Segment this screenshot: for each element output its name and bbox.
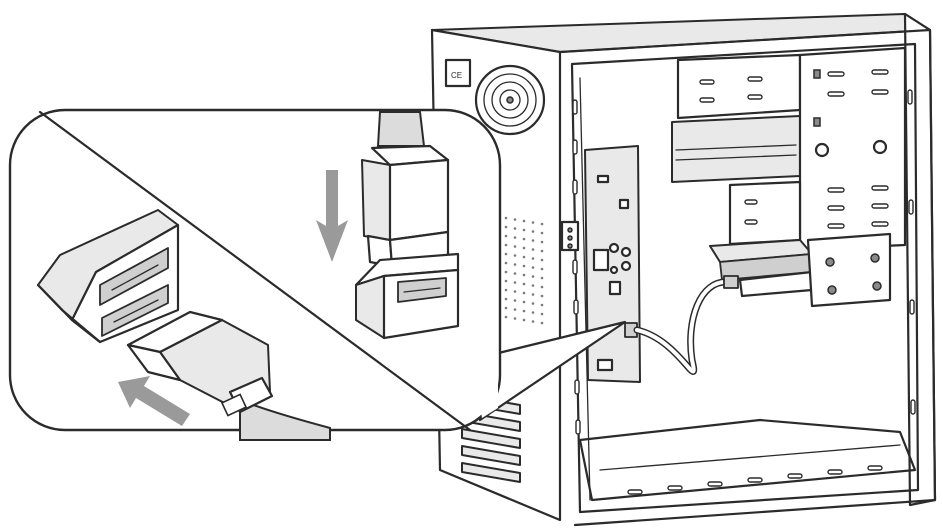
drive-sata-connector bbox=[354, 111, 460, 340]
case-frame bbox=[558, 28, 937, 527]
vent-hole bbox=[531, 320, 535, 323]
rear-vent-grid bbox=[504, 216, 544, 325]
vent-hole bbox=[504, 225, 508, 229]
vent-hole bbox=[540, 267, 544, 271]
chip bbox=[608, 280, 622, 296]
vent-hole bbox=[513, 236, 517, 239]
vent-hole bbox=[531, 302, 535, 305]
drive-plug-side bbox=[361, 159, 391, 241]
vent-hole bbox=[504, 261, 508, 265]
vent-hole bbox=[531, 257, 535, 260]
vent-hole bbox=[540, 222, 544, 226]
floor-line bbox=[599, 444, 901, 471]
vent-hole bbox=[522, 309, 526, 313]
drive-plug-front bbox=[388, 158, 450, 242]
vent-hole bbox=[540, 321, 544, 325]
vent-hole bbox=[531, 293, 535, 296]
vent-hole bbox=[504, 288, 508, 292]
vent-hole bbox=[522, 291, 526, 295]
vent-hole bbox=[540, 294, 544, 298]
case-floor bbox=[578, 418, 917, 502]
optical-bay-upper bbox=[676, 53, 802, 120]
vent-hole bbox=[540, 285, 544, 289]
vent-hole bbox=[513, 281, 517, 284]
vent-hole bbox=[522, 318, 526, 322]
callout-divider bbox=[38, 110, 472, 432]
floor-slots bbox=[627, 465, 883, 495]
vent-hole bbox=[531, 230, 535, 233]
vent-hole bbox=[540, 231, 544, 235]
hdd-sata-plug bbox=[723, 275, 739, 289]
cage-screw-hole bbox=[814, 142, 830, 158]
vent-hole bbox=[522, 228, 526, 232]
vent-hole bbox=[504, 315, 508, 319]
vent-hole bbox=[540, 249, 544, 253]
case-inner-frame bbox=[570, 42, 920, 514]
vent-hole bbox=[504, 306, 508, 310]
vent-hole bbox=[504, 234, 508, 238]
vent-hole bbox=[540, 258, 544, 262]
cage-screw-hole bbox=[872, 139, 888, 155]
vent-hole bbox=[522, 273, 526, 277]
frame-side-slots bbox=[572, 89, 916, 435]
insert-arrow-left-icon bbox=[118, 376, 190, 426]
inner-wall-edge bbox=[579, 77, 591, 501]
vent-hole bbox=[504, 252, 508, 256]
vent-hole bbox=[522, 237, 526, 241]
cage-slots bbox=[827, 69, 889, 229]
vent-hole bbox=[522, 300, 526, 304]
sata-plug-left bbox=[126, 310, 331, 441]
vent-hole bbox=[522, 255, 526, 259]
vent-hole bbox=[522, 219, 526, 223]
vent-hole bbox=[504, 216, 508, 220]
floppy-bay bbox=[728, 180, 802, 246]
hdd-bracket bbox=[806, 232, 892, 308]
motherboard-sata-header bbox=[36, 209, 180, 344]
sata-port-upper bbox=[99, 247, 169, 306]
bay-slots bbox=[699, 76, 763, 103]
vent-hole bbox=[513, 272, 517, 275]
vent-hole bbox=[504, 297, 508, 301]
fan-grille-icon bbox=[474, 64, 546, 136]
vent-hole bbox=[531, 248, 535, 251]
vent-hole bbox=[531, 239, 535, 242]
vent-hole bbox=[513, 308, 517, 311]
drive-sata-cable bbox=[376, 111, 426, 147]
vent-hole bbox=[531, 284, 535, 287]
vent-hole bbox=[531, 266, 535, 269]
vent-hole bbox=[513, 263, 517, 266]
vent-hole bbox=[504, 279, 508, 283]
vent-hole bbox=[531, 311, 535, 314]
vent-hole bbox=[513, 245, 517, 248]
vent-hole bbox=[513, 290, 517, 293]
vent-hole bbox=[540, 276, 544, 280]
vent-hole bbox=[504, 270, 508, 274]
vent-hole bbox=[540, 303, 544, 307]
vent-hole bbox=[513, 299, 517, 302]
vent-hole bbox=[531, 275, 535, 278]
insert-arrow-down-icon bbox=[316, 170, 348, 262]
vent-hole bbox=[522, 246, 526, 250]
sata-plug-tip bbox=[126, 343, 182, 382]
pc-case: CE bbox=[430, 12, 937, 527]
vent-hole bbox=[513, 317, 517, 320]
sata-port-lower bbox=[101, 284, 169, 337]
vent-hole bbox=[531, 221, 535, 224]
vent-hole bbox=[513, 218, 517, 221]
chip bbox=[592, 248, 610, 272]
vent-hole bbox=[522, 282, 526, 286]
vent-hole bbox=[540, 312, 544, 316]
vent-hole bbox=[513, 227, 517, 230]
vent-hole bbox=[513, 254, 517, 257]
psu-label: CE bbox=[451, 71, 462, 80]
vent-hole bbox=[540, 240, 544, 244]
vent-hole bbox=[504, 243, 508, 247]
psu-label-plate bbox=[444, 58, 472, 88]
vent-hole bbox=[522, 264, 526, 268]
